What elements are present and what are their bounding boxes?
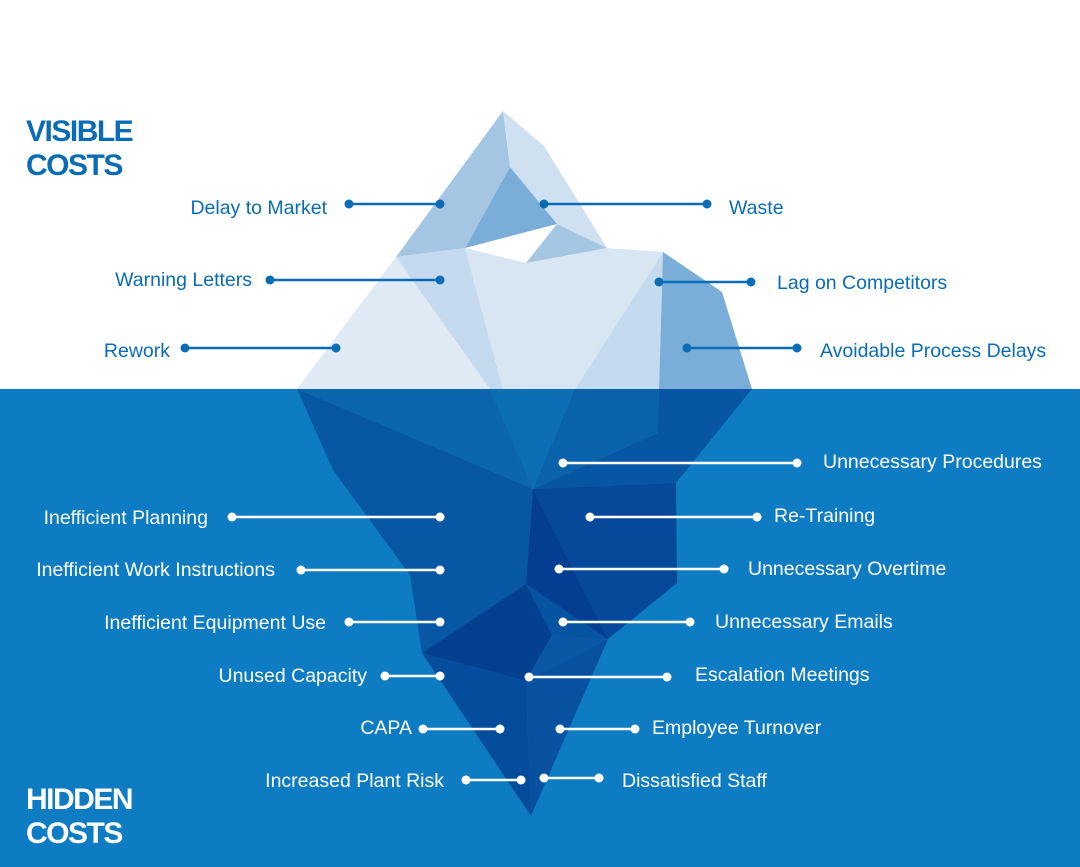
callout-dot <box>435 617 445 627</box>
cost-callout-hidden-costs-left-4: CAPA <box>360 717 505 739</box>
callout-dot <box>418 724 428 734</box>
cost-callout-hidden-costs-right-6: Dissatisfied Staff <box>539 770 767 792</box>
callout-dot <box>719 564 729 574</box>
callout-dot <box>435 275 445 285</box>
cost-label: Delay to Market <box>190 197 327 219</box>
callout-dot <box>180 343 190 353</box>
callout-dot <box>344 617 354 627</box>
cost-label: Unnecessary Procedures <box>823 451 1042 473</box>
cost-label: Lag on Competitors <box>777 272 947 294</box>
callout-dot <box>495 724 505 734</box>
cost-label: Avoidable Process Delays <box>820 340 1046 362</box>
callout-dot <box>555 724 565 734</box>
hidden-costs-title-line2: COSTS <box>26 817 122 850</box>
section-titles: VISIBLE COSTS HIDDEN COSTS <box>26 115 134 850</box>
callout-dot <box>296 565 306 575</box>
cost-callout-hidden-costs-left-0: Inefficient Planning <box>44 507 445 529</box>
iceberg-tip <box>297 111 752 389</box>
cost-callout-hidden-costs-right-1: Re-Training <box>585 505 875 527</box>
callout-dot <box>539 199 549 209</box>
callout-dot <box>461 775 471 785</box>
callout-dot <box>435 565 445 575</box>
callout-dot <box>558 458 568 468</box>
callout-dot <box>435 512 445 522</box>
cost-label: Inefficient Work Instructions <box>36 559 275 581</box>
cost-callout-hidden-costs-right-3: Unnecessary Emails <box>558 611 893 633</box>
callout-dot <box>792 343 802 353</box>
cost-callout-hidden-costs-left-2: Inefficient Equipment Use <box>104 612 445 634</box>
callout-dot <box>265 275 275 285</box>
callout-dot <box>702 199 712 209</box>
callout-dot <box>380 671 390 681</box>
cost-label: Unnecessary Overtime <box>748 558 946 580</box>
callout-dot <box>554 564 564 574</box>
cost-label: Increased Plant Risk <box>265 770 444 792</box>
visible-costs-title-line1: VISIBLE <box>26 115 133 148</box>
callout-dot <box>585 512 595 522</box>
callout-dot <box>524 672 534 682</box>
cost-label: Waste <box>729 197 784 219</box>
iceberg-underwater <box>297 389 752 816</box>
callout-dot <box>594 773 604 783</box>
cost-label: Re-Training <box>774 505 875 527</box>
cost-label: Dissatisfied Staff <box>622 770 767 792</box>
callout-dot <box>752 512 762 522</box>
cost-callout-visible-costs-right-0: Waste <box>539 197 784 219</box>
callout-dot <box>435 671 445 681</box>
callout-dot <box>435 199 445 209</box>
callout-dot <box>331 343 341 353</box>
cost-callout-hidden-costs-left-3: Unused Capacity <box>219 665 445 687</box>
callout-dot <box>662 672 672 682</box>
hidden-costs-title-line1: HIDDEN <box>26 783 132 816</box>
cost-label: Employee Turnover <box>652 717 822 739</box>
callout-dot <box>746 277 756 287</box>
callout-dot <box>630 724 640 734</box>
callout-dot <box>682 343 692 353</box>
cost-callout-hidden-costs-left-5: Increased Plant Risk <box>265 770 526 792</box>
cost-label: Rework <box>104 340 170 362</box>
callout-dot <box>558 617 568 627</box>
cost-label: Unnecessary Emails <box>715 611 893 633</box>
callout-dot <box>539 773 549 783</box>
cost-callout-hidden-costs-right-5: Employee Turnover <box>555 717 822 739</box>
cost-callout-hidden-costs-right-0: Unnecessary Procedures <box>558 451 1042 473</box>
callout-dot <box>516 775 526 785</box>
cost-label: Inefficient Planning <box>44 507 208 529</box>
callout-dot <box>654 277 664 287</box>
cost-callout-hidden-costs-right-2: Unnecessary Overtime <box>554 558 946 580</box>
callout-dot <box>792 458 802 468</box>
callout-dot <box>685 617 695 627</box>
cost-label: CAPA <box>360 717 412 739</box>
cost-label: Unused Capacity <box>219 665 368 687</box>
cost-callout-visible-costs-left-1: Warning Letters <box>115 269 445 291</box>
cost-callout-visible-costs-left-0: Delay to Market <box>190 197 445 219</box>
cost-callout-hidden-costs-right-4: Escalation Meetings <box>524 664 870 686</box>
cost-callout-visible-costs-right-2: Avoidable Process Delays <box>682 340 1046 362</box>
cost-label: Inefficient Equipment Use <box>104 612 326 634</box>
cost-callout-visible-costs-right-1: Lag on Competitors <box>654 272 947 294</box>
callout-dot <box>344 199 354 209</box>
cost-callout-visible-costs-left-2: Rework <box>104 340 341 362</box>
visible-costs-title-line2: COSTS <box>26 149 122 182</box>
cost-label: Escalation Meetings <box>695 664 870 686</box>
callout-dot <box>227 512 237 522</box>
cost-callout-hidden-costs-left-1: Inefficient Work Instructions <box>36 559 445 581</box>
cost-label: Warning Letters <box>115 269 252 291</box>
